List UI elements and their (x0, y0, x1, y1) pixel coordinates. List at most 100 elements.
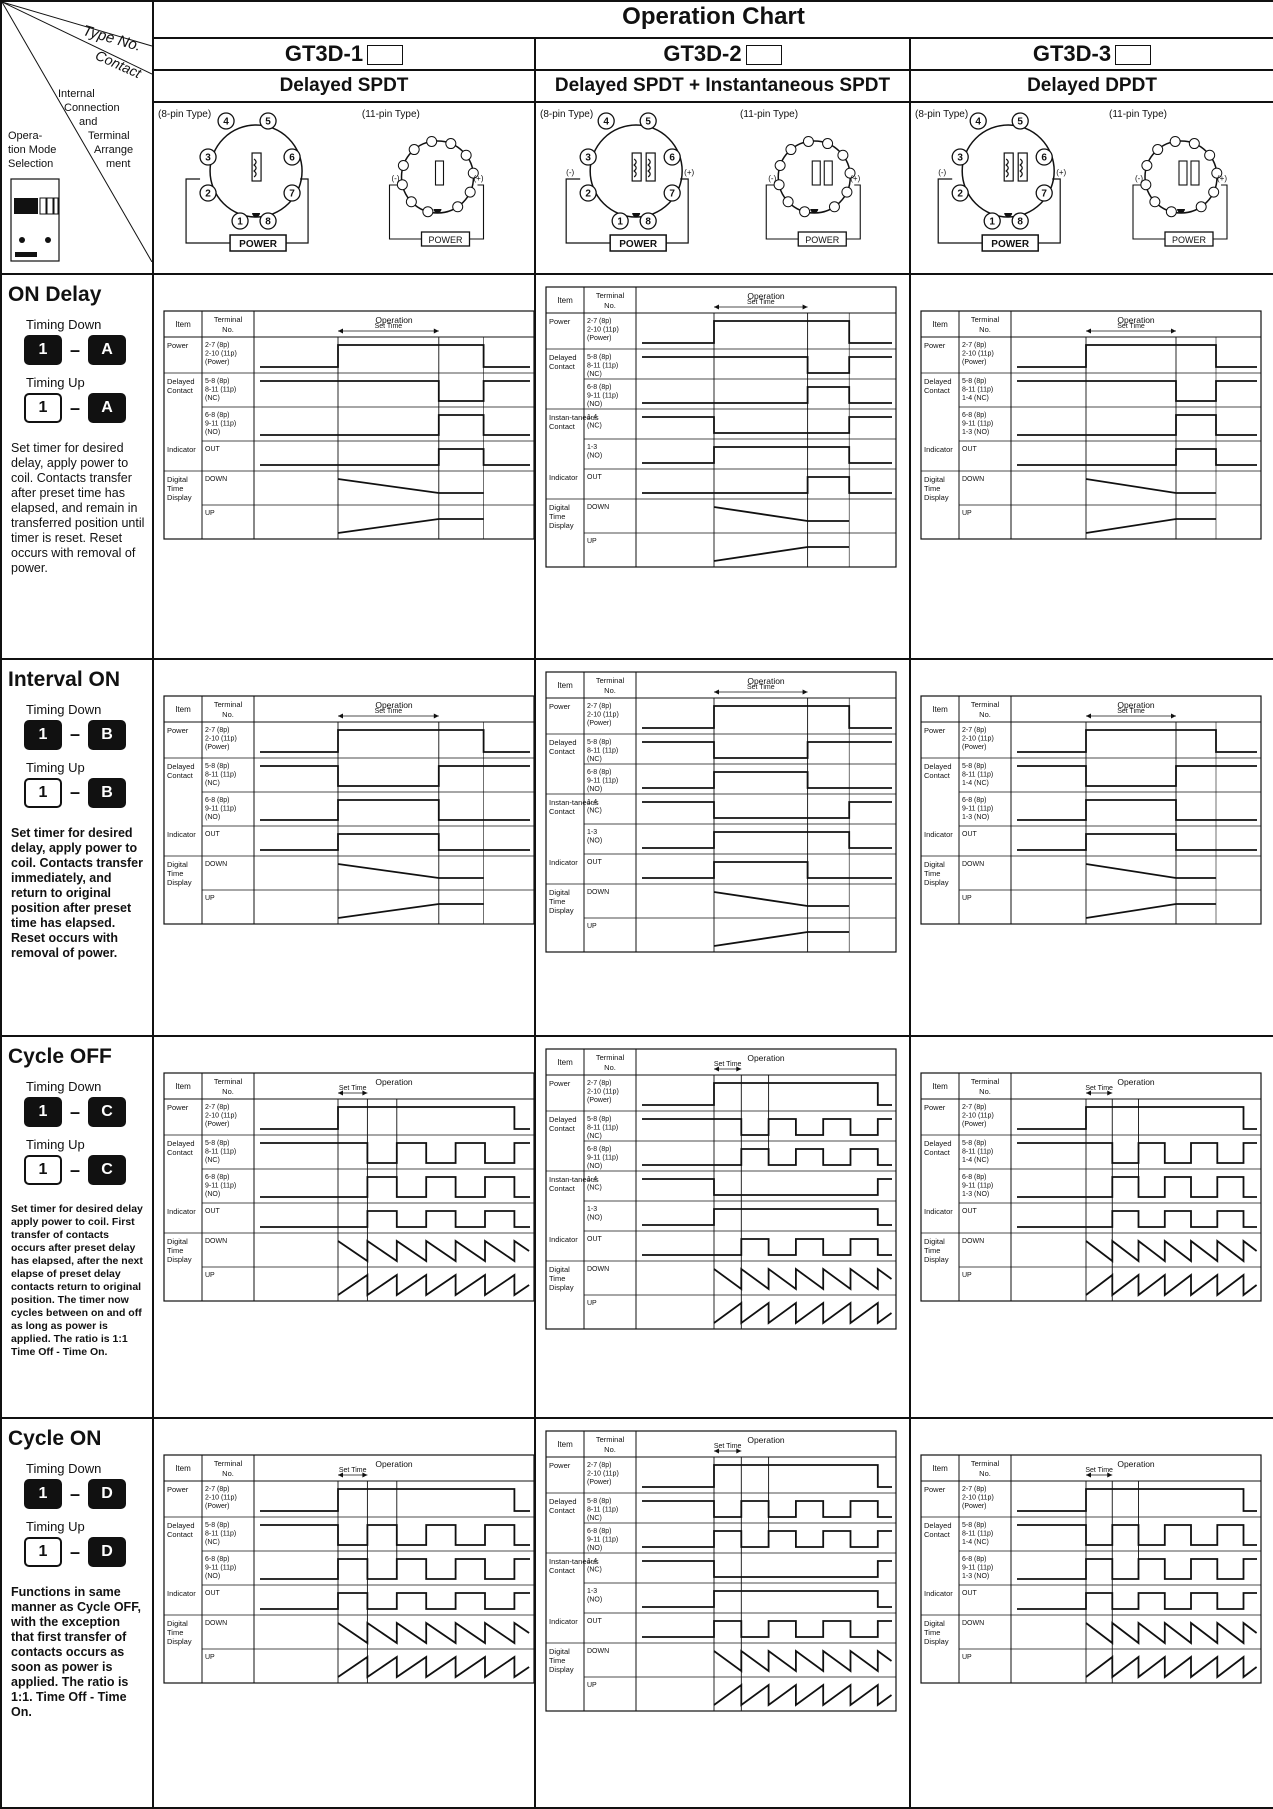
waveform-nc (260, 764, 530, 787)
row-terminal-label: 2-10 (11p) (205, 351, 237, 358)
pin-number: 1 (237, 217, 243, 228)
row-terminal-label: (Power) (962, 1121, 987, 1128)
col-terminal-header: No. (979, 325, 991, 334)
waveform-ind (260, 832, 530, 851)
row-terminal-label: 1-3 (587, 1588, 597, 1595)
power-label: POWER (619, 239, 658, 250)
type-name-gt3d-3: GT3D-3 (1032, 40, 1112, 66)
plus-label: (+) (1056, 168, 1066, 177)
waveform-power (642, 320, 892, 344)
pin-circle (231, 212, 249, 230)
row-item-label: Display (924, 1637, 949, 1646)
row-item-label: Digital (549, 1647, 570, 1656)
row-item-label: Indicator (924, 1207, 953, 1216)
row-item-label: Indicator (924, 830, 953, 839)
row-item-label: Contact (549, 1566, 576, 1575)
pin-circle-small (408, 144, 420, 156)
waveform-down (713, 1267, 893, 1292)
socket-8pin-circle (209, 124, 303, 218)
waveform-up (337, 518, 484, 534)
set-time-label: Set Time (714, 1443, 742, 1450)
arrow-head (714, 304, 719, 310)
set-time-label: Set Time (1085, 1085, 1113, 1092)
power-box (609, 234, 667, 252)
col-operation-header: Operation (1117, 315, 1155, 325)
pin-number: 6 (289, 153, 295, 164)
waveform-no (642, 770, 892, 789)
row-terminal-label: UP (205, 895, 215, 902)
row-item-label: Indicator (167, 830, 196, 839)
pin-circle (983, 212, 1001, 230)
row-item-label: Indicator (549, 858, 578, 867)
row-terminal-label: 8-11 (11p) (205, 387, 236, 394)
timing-down-label: Timing Down (26, 317, 102, 333)
col-item-header: Item (557, 296, 573, 305)
row-item-label: Contact (549, 362, 576, 371)
col-terminal-header: Terminal (971, 315, 1000, 324)
col-terminal-header: Terminal (214, 700, 243, 709)
corner-connection: Connection (64, 102, 120, 114)
row-terminal-label: 5-8 (8p) (205, 1522, 230, 1529)
pin-circle-small (841, 186, 853, 198)
wiring-cell-gt3d-2: Delayed SPDT + Instantaneous SPDT (8-pin… (534, 69, 911, 276)
row-terminal-label: 2-7 (8p) (205, 342, 230, 349)
row-item-label: Indicator (167, 445, 196, 454)
row-terminal-label: 9-11 (11p) (962, 805, 993, 812)
coil-winding (633, 158, 637, 178)
waveform-no (1017, 798, 1257, 821)
row-terminal-label: UP (962, 1272, 972, 1279)
mode-title-on-delay: ON Delay (8, 283, 102, 307)
row-item-label: Contact (167, 1530, 194, 1539)
row-terminal-label: 2-10 (11p) (205, 1113, 237, 1120)
pin-circle (579, 148, 597, 166)
row-terminal-label: 8-11 (11p) (205, 771, 236, 778)
row-terminal-label: 2-10 (11p) (587, 1471, 619, 1478)
set-time-label: Set Time (375, 708, 403, 715)
waveform-down (1085, 862, 1216, 879)
power-box (1164, 231, 1214, 247)
pin-number: 4 (975, 117, 981, 128)
row-terminal-label: 6-8 (8p) (962, 1174, 987, 1181)
waveform-ind (642, 1620, 892, 1639)
waveform-power (1017, 1106, 1257, 1131)
mode-cell-cycle-off: Cycle OFF Timing Down 1–C Timing Up 1–C … (0, 1035, 154, 1420)
row-terminal-label: 2-10 (11p) (587, 711, 619, 718)
row-item-label: Display (549, 521, 574, 530)
col-item-header: Item (932, 1464, 948, 1473)
corner-arrangement-a: Arrange (94, 144, 134, 156)
row-terminal-label: 6-8 (8p) (205, 797, 230, 804)
row-terminal-label: (NC) (587, 1133, 602, 1140)
row-terminal-label: 2-7 (8p) (587, 318, 612, 325)
key-number-filled: 1 (24, 719, 62, 750)
row-item-label: Power (549, 1079, 571, 1088)
pin-circle-small (822, 138, 834, 150)
row-terminal-label: DOWN (587, 1648, 609, 1655)
timing-up-keys: 1–A (24, 393, 151, 424)
col-terminal-header: No. (979, 1469, 991, 1478)
waveform-up (1085, 518, 1216, 534)
chart-frame (163, 695, 533, 925)
waveform-nc (642, 1118, 892, 1137)
row-item-label: Instan-taneous (549, 798, 599, 807)
coil-winding (1005, 158, 1009, 178)
waveform-power (1017, 1488, 1257, 1513)
pin-circle-small (782, 196, 794, 208)
row-terminal-label: OUT (962, 446, 978, 453)
row-terminal-label: (NC) (205, 780, 220, 787)
coil-winding (647, 158, 651, 178)
row-item-label: Display (167, 878, 192, 887)
timing-up-label: Timing Up (26, 375, 85, 391)
corner-opera: Opera- (8, 130, 43, 142)
col-terminal-header: No. (222, 710, 234, 719)
arrow-head (736, 1066, 742, 1072)
pin-circle-small (1152, 144, 1164, 156)
row-item-label: Delayed (549, 1115, 577, 1124)
row-item-label: Digital (549, 888, 570, 897)
pin-number: 3 (585, 153, 591, 164)
